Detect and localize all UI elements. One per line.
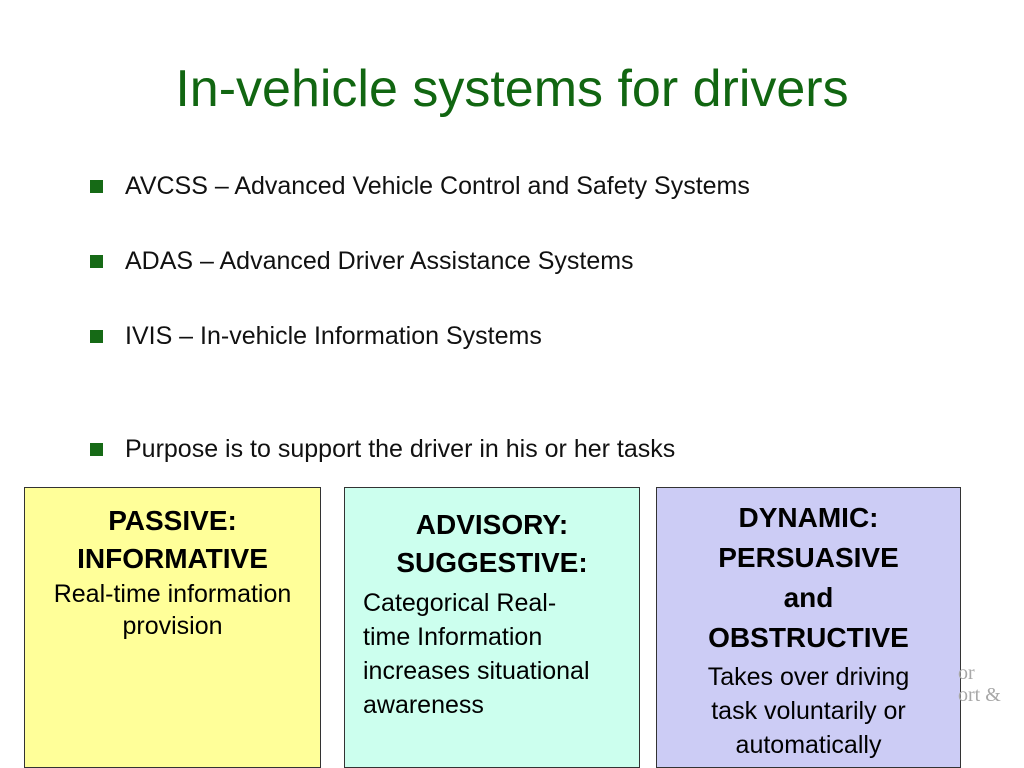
square-bullet-icon xyxy=(90,180,103,193)
slide-title: In-vehicle systems for drivers xyxy=(175,60,849,118)
dynamic-persuasive-box: DYNAMIC: PERSUASIVE and OBSTRUCTIVE Take… xyxy=(656,487,961,768)
bullet-item-purpose: Purpose is to support the driver in his … xyxy=(90,435,675,464)
square-bullet-icon xyxy=(90,443,103,456)
box-heading: OBSTRUCTIVE xyxy=(708,622,909,653)
square-bullet-icon xyxy=(90,255,103,268)
logo-text-line: ort & xyxy=(958,684,1001,706)
box-body-line: time Information xyxy=(363,623,543,651)
box-body-line: Takes over driving xyxy=(707,663,910,691)
box-heading: PASSIVE: xyxy=(108,505,237,536)
bullet-text: ADAS – Advanced Driver Assistance System… xyxy=(125,247,634,275)
box-heading: INFORMATIVE xyxy=(77,543,268,574)
box-body: Categorical Real- time Information incre… xyxy=(345,586,639,722)
box-heading: SUGGESTIVE: xyxy=(396,547,588,578)
background-logo-fragment: or ort & xyxy=(958,662,1024,706)
box-body-line: Categorical Real- xyxy=(363,589,557,617)
box-body-line: awareness xyxy=(363,691,484,719)
box-body-line: automatically xyxy=(735,731,882,759)
box-body: Takes over driving task voluntarily or a… xyxy=(657,660,960,762)
bullet-text: IVIS – In-vehicle Information Systems xyxy=(125,322,542,350)
logo-text-line: or xyxy=(958,662,975,684)
box-heading: PERSUASIVE xyxy=(718,542,899,573)
box-body-line: increases situational xyxy=(363,657,590,685)
bullet-text: AVCSS – Advanced Vehicle Control and Saf… xyxy=(125,172,750,200)
square-bullet-icon xyxy=(90,330,103,343)
box-body-line: task voluntarily or xyxy=(711,697,906,725)
box-body: Real-time information xyxy=(53,580,292,608)
advisory-suggestive-box: ADVISORY: SUGGESTIVE: Categorical Real- … xyxy=(344,487,640,768)
bullet-item-adas: ADAS – Advanced Driver Assistance System… xyxy=(90,247,634,276)
box-heading: ADVISORY: xyxy=(415,509,569,540)
bullet-text: Purpose is to support the driver in his … xyxy=(125,435,676,463)
passive-informative-box: PASSIVE: INFORMATIVE Real-time informati… xyxy=(24,487,321,768)
bullet-item-avcss: AVCSS – Advanced Vehicle Control and Saf… xyxy=(90,172,750,201)
box-heading: DYNAMIC: xyxy=(738,502,879,533)
box-body: provision xyxy=(122,612,223,640)
bullet-item-ivis: IVIS – In-vehicle Information Systems xyxy=(90,322,542,351)
box-heading: and xyxy=(783,582,834,613)
